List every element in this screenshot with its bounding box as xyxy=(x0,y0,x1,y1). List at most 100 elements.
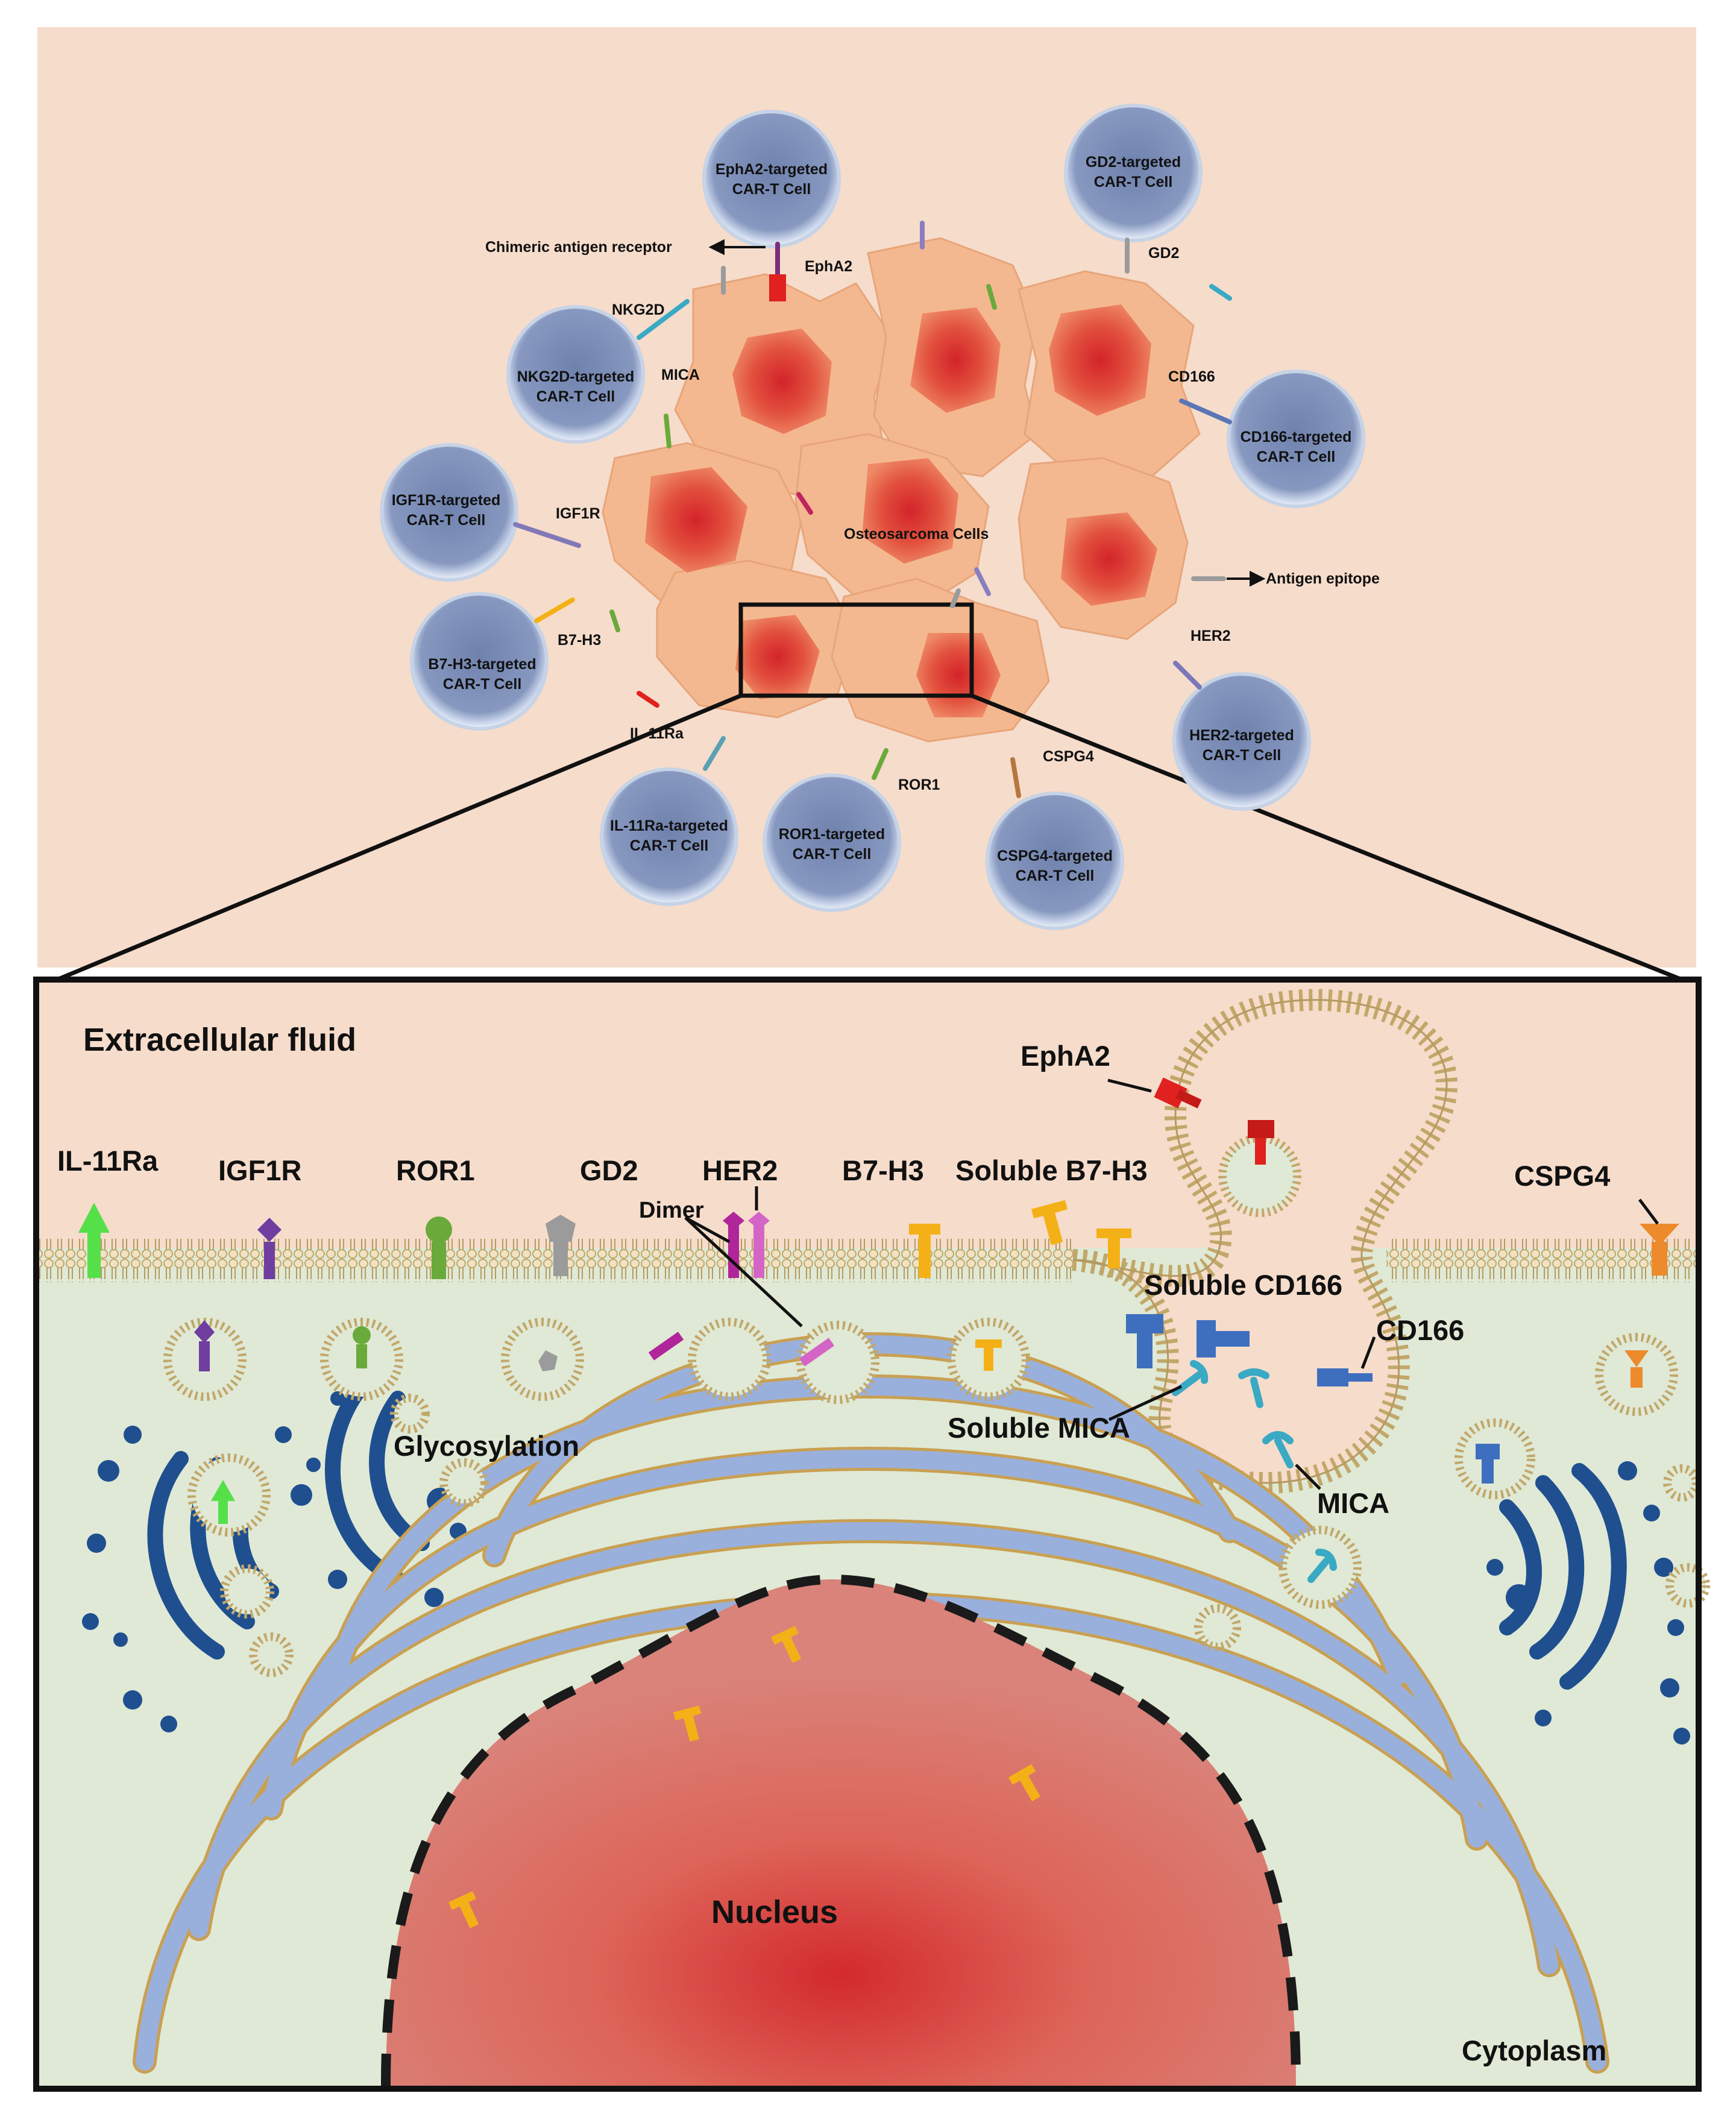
cargo-ror1-head xyxy=(353,1326,371,1344)
antigen-green-b7 xyxy=(609,609,620,632)
detail-leader-lines xyxy=(684,1078,1659,1490)
receptor-igf1r xyxy=(257,1218,281,1279)
zoom-region-box xyxy=(738,602,974,698)
car-t-il11ra-line2: CAR-T Cell xyxy=(630,837,709,854)
label-detail-cd166: CD166 xyxy=(1376,1314,1464,1346)
label-cspg4: CSPG4 xyxy=(1043,748,1094,765)
label-antigen-epitope: Antigen epitope xyxy=(1266,570,1380,587)
car-t-b7h3-line1: B7-H3-targeted xyxy=(428,656,536,673)
car-t-cell-ror1 xyxy=(763,773,901,912)
cargo-mica xyxy=(1307,1549,1337,1583)
antigen-cyan-right xyxy=(1209,284,1232,301)
car-t-igf1r-line1: IGF1R-targeted xyxy=(392,492,501,509)
car-t-cells xyxy=(380,104,1365,930)
car-t-cspg4-line1: CSPG4-targeted xyxy=(997,848,1113,864)
detail-labels: Extracellular fluid IL-11Ra IGF1R ROR1 G… xyxy=(57,1022,1610,2066)
soluble-cd166-2 xyxy=(1197,1320,1250,1358)
nucleus xyxy=(386,1579,1296,2087)
car-t-gd2-line2: CAR-T Cell xyxy=(1094,174,1173,190)
car-t-cell-b7h3 xyxy=(410,592,549,731)
overview-labels: Chimeric antigen receptor EphA2 GD2 NKG2… xyxy=(485,239,1380,793)
nkg2d-receptor xyxy=(637,299,690,340)
car-t-epha2-line2: CAR-T Cell xyxy=(732,181,811,198)
car-arrow-head xyxy=(708,239,725,256)
label-detail-igf1r: IGF1R xyxy=(218,1154,301,1186)
label-soluble-mica: Soluble MICA xyxy=(948,1412,1130,1444)
car-receptor-connectors xyxy=(513,238,1232,798)
label-detail-epha2: EphA2 xyxy=(1021,1040,1110,1072)
car-t-her2-line1: HER2-targeted xyxy=(1189,727,1294,744)
soluble-cd166-1 xyxy=(1126,1314,1163,1368)
car-t-cell-labels: EphA2-targeted CAR-T Cell GD2-targeted C… xyxy=(392,154,1352,884)
car-t-cell-her2 xyxy=(1172,672,1311,811)
antigen-purple-mid xyxy=(974,567,991,596)
antigen-green-left xyxy=(664,414,671,448)
soluble-mica-1 xyxy=(1172,1360,1209,1396)
membrane-receptors xyxy=(78,1077,1679,1468)
car-t-cell-epha2 xyxy=(702,110,841,248)
her2-car-receptor xyxy=(1173,661,1202,690)
antigen-gray-mid xyxy=(950,588,961,608)
label-osteosarcoma-cells: Osteosarcoma Cells xyxy=(844,526,989,543)
label-detail-her2: HER2 xyxy=(702,1154,778,1186)
label-b7h3: B7-H3 xyxy=(558,632,601,649)
label-detail-il11ra: IL-11Ra xyxy=(57,1145,159,1177)
soluble-mica-2 xyxy=(1238,1368,1269,1408)
label-ror1: ROR1 xyxy=(898,776,940,793)
car-t-cd166-line1: CD166-targeted xyxy=(1241,429,1352,445)
label-chimeric-antigen-receptor: Chimeric antigen receptor xyxy=(485,239,672,256)
receptor-epha2-internalized xyxy=(1248,1120,1274,1165)
label-extracellular-fluid: Extracellular fluid xyxy=(83,1022,356,1058)
receptor-cspg4 xyxy=(1640,1224,1679,1276)
car-t-ror1-line1: ROR1-targeted xyxy=(779,826,885,843)
receptor-b7h3 xyxy=(909,1224,940,1278)
cargo-igf1r xyxy=(199,1341,210,1371)
endoplasmic-reticulum xyxy=(133,1332,1609,2074)
cargo-il11ra-stem xyxy=(218,1500,228,1524)
soluble-b7h3-2 xyxy=(1096,1229,1131,1268)
zoom-line-left xyxy=(56,693,742,982)
label-cd166: CD166 xyxy=(1168,368,1215,385)
zoom-line-right xyxy=(970,693,1683,982)
label-nucleus: Nucleus xyxy=(711,1894,838,1930)
cd166-receptor xyxy=(1179,398,1232,424)
label-detail-gd2: GD2 xyxy=(580,1154,638,1186)
epitope-arrow-head xyxy=(1250,570,1266,587)
receptor-mica xyxy=(1262,1431,1294,1468)
cargo-gd2 xyxy=(538,1350,558,1371)
car-t-cd166-line2: CAR-T Cell xyxy=(1257,448,1336,465)
antigen-red-il11 xyxy=(637,691,659,708)
receptor-cd166 xyxy=(1317,1368,1373,1386)
cargo-cspg4 xyxy=(1624,1350,1649,1367)
antigen-red-mid xyxy=(796,492,813,515)
label-mica: MICA xyxy=(661,367,700,383)
cargo-cspg4-stem xyxy=(1631,1367,1643,1388)
label-glycosylation: Glycosylation xyxy=(394,1430,579,1462)
car-t-il11ra-line1: IL-11Ra-targeted xyxy=(610,817,728,834)
car-t-nkg2d-line2: CAR-T Cell xyxy=(536,388,615,405)
label-epha2: EphA2 xyxy=(805,258,852,275)
receptor-il11ra xyxy=(78,1203,110,1278)
cargo-igf1r-head xyxy=(194,1320,215,1343)
golgi-vesicles-right xyxy=(1486,1461,1690,1745)
plasma-membrane-right xyxy=(1386,1239,1699,1282)
soluble-b7h3-1 xyxy=(1031,1200,1068,1245)
extracellular-region xyxy=(36,980,1699,1248)
car-t-nkg2d-line1: NKG2D-targeted xyxy=(517,368,634,385)
soluble-molecules xyxy=(1031,1200,1269,1408)
label-gd2: GD2 xyxy=(1148,245,1179,262)
il11ra-car-receptor xyxy=(703,736,726,771)
cargo-b7h3 xyxy=(984,1344,993,1371)
receptor-ror1 xyxy=(426,1216,452,1279)
label-il11ra: IL-11Ra xyxy=(630,725,684,742)
car-t-ror1-line2: CAR-T Cell xyxy=(793,846,872,863)
cargo-cd166 xyxy=(1476,1444,1500,1459)
vesicle-cargo xyxy=(194,1320,1649,1583)
cargo-ror1 xyxy=(356,1344,367,1368)
label-detail-cspg4: CSPG4 xyxy=(1514,1160,1610,1192)
car-t-cell-cspg4 xyxy=(986,791,1124,930)
car-t-cspg4-line2: CAR-T Cell xyxy=(1016,867,1095,884)
receptor-gd2 xyxy=(546,1215,576,1276)
label-cytoplasm: Cytoplasm xyxy=(1462,2034,1606,2066)
